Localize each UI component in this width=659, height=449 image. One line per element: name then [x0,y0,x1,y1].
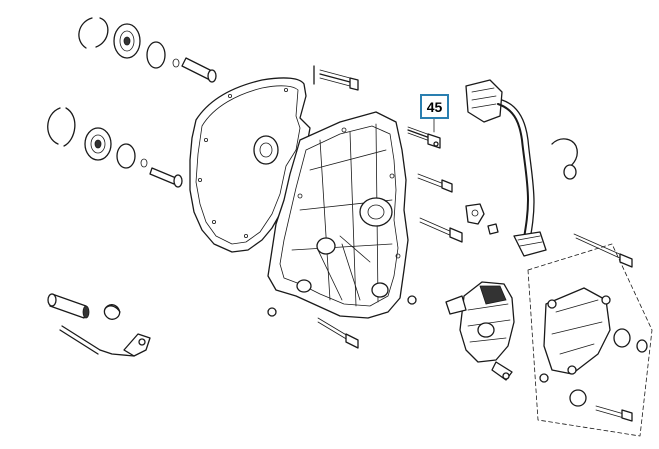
small-fasteners [267,141,549,383]
bolt-45 [407,117,441,149]
transmission-case-housing [267,111,409,319]
part-number-callout-45: 45 [420,94,449,119]
solenoid-valve-assembly [445,281,515,381]
upper-bearing-assembly [78,17,217,83]
case-gasket [189,77,311,253]
case-bolts-right [317,173,463,349]
small-bracket [465,203,499,235]
bracket-detail-box [527,233,653,437]
wiring-harness [465,79,578,257]
shift-lever-parts [47,293,151,357]
lower-bearing-assembly [47,107,183,188]
case-bolt-upper [313,65,359,91]
